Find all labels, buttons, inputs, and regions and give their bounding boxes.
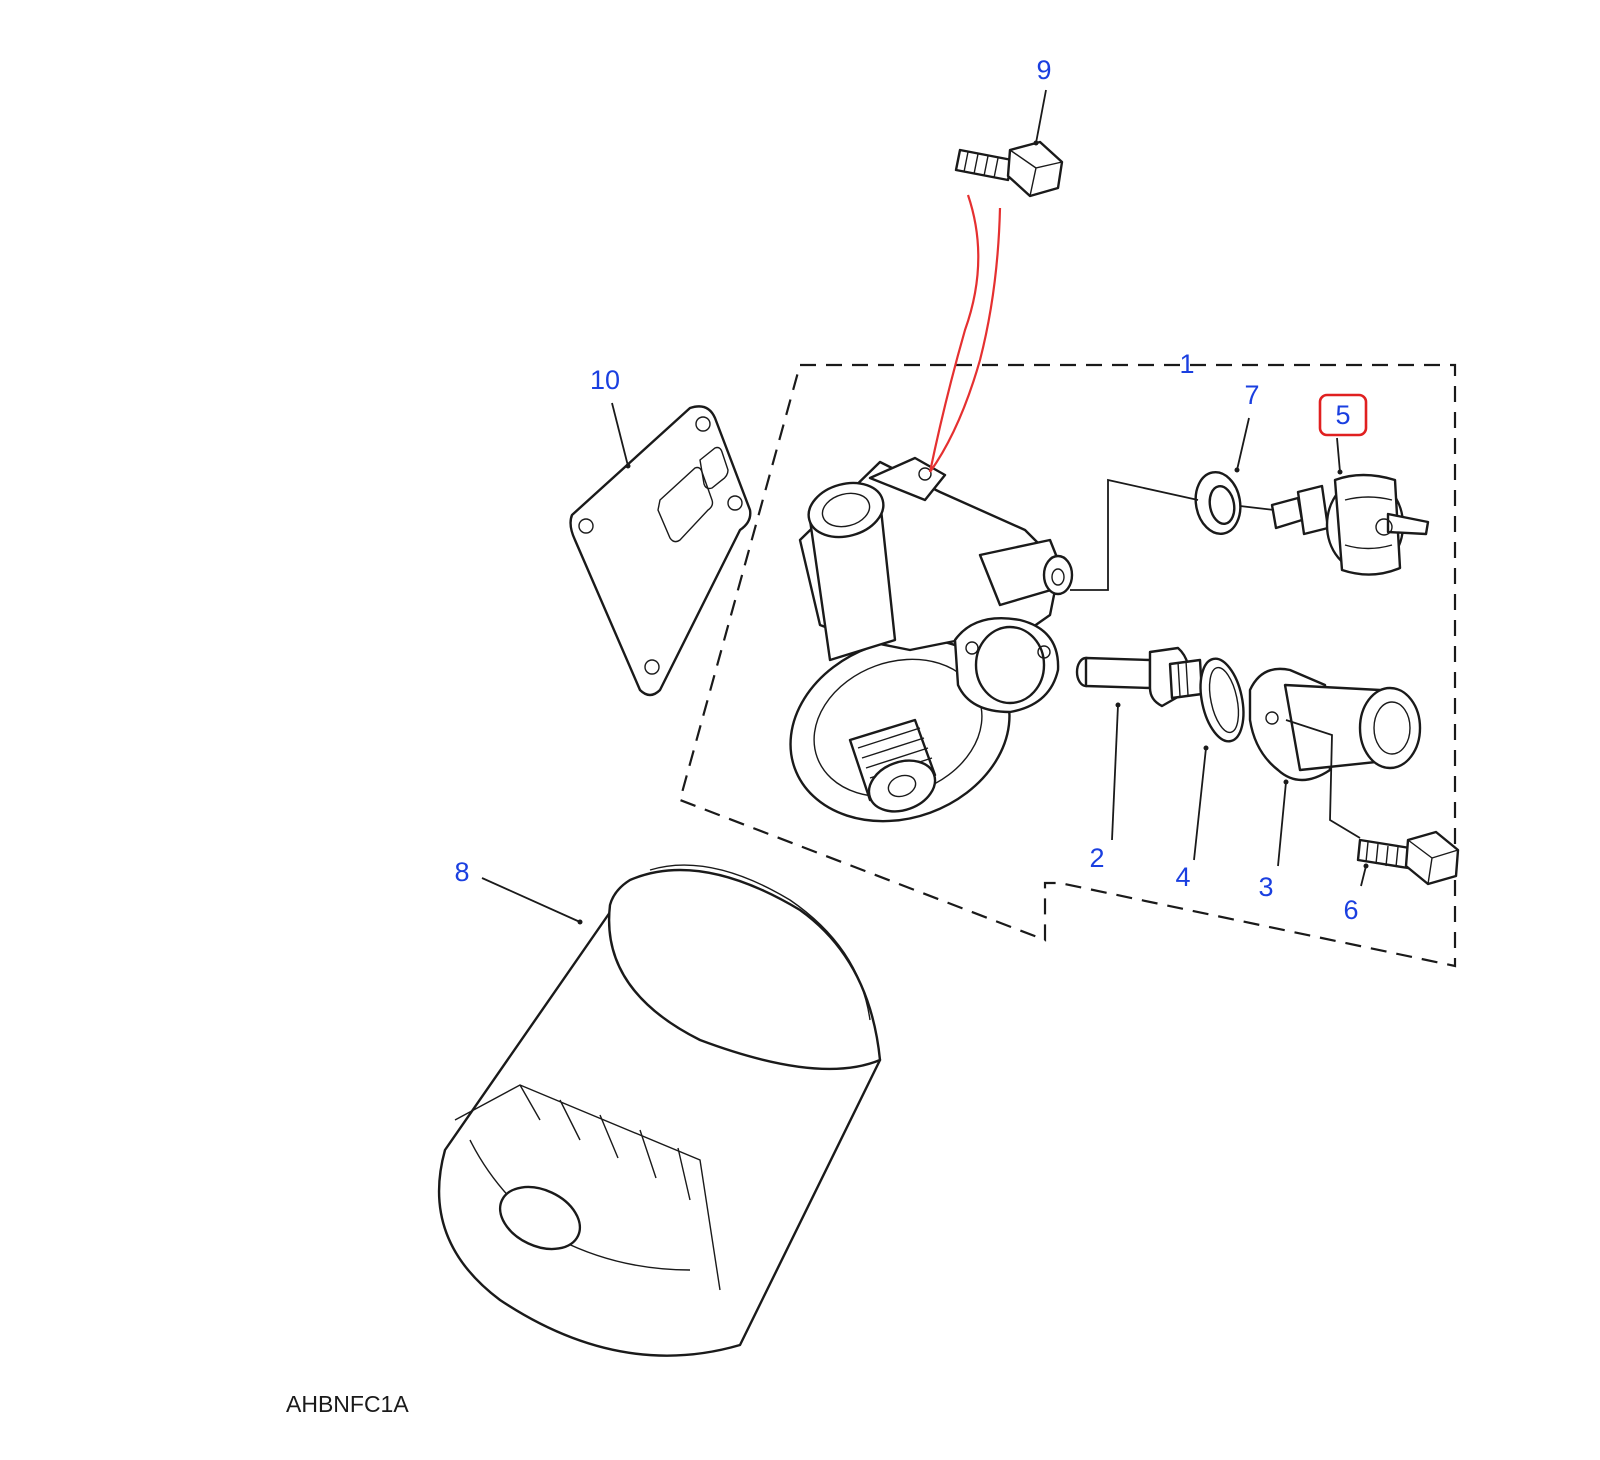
callout-1[interactable]: 1	[1179, 349, 1194, 379]
filter-housing[interactable]	[765, 456, 1074, 851]
callout-7[interactable]: 7	[1244, 380, 1259, 410]
pressure-switch-part-5[interactable]	[1270, 473, 1430, 576]
valve-part-2[interactable]	[1075, 646, 1204, 708]
callout-5[interactable]: 5	[1335, 400, 1350, 430]
callout-6[interactable]: 6	[1343, 895, 1358, 925]
bolt-part-9[interactable]	[954, 140, 1064, 198]
o-ring-part-4[interactable]	[1194, 655, 1251, 745]
callout-leaders	[481, 89, 1369, 925]
callout-4[interactable]: 4	[1175, 862, 1190, 892]
adaptor-to-bolt-line	[1285, 719, 1361, 839]
figure-code: AHBNFC1A	[286, 1391, 409, 1417]
bolt-pointer-lines	[928, 194, 1002, 473]
assembly-boundary	[678, 363, 1457, 968]
washer-part-7[interactable]	[1191, 469, 1245, 538]
adaptor-part-3[interactable]	[1248, 667, 1422, 782]
callout-3[interactable]: 3	[1258, 872, 1273, 902]
bolt-part-6[interactable]	[1356, 830, 1460, 886]
callout-8[interactable]: 8	[454, 857, 469, 887]
gasket-part-10[interactable]	[569, 405, 752, 697]
callout-2[interactable]: 2	[1089, 843, 1104, 873]
oil-filter-part-8[interactable]	[437, 864, 882, 1357]
highlight-box	[1318, 393, 1368, 437]
callout-10[interactable]: 10	[590, 365, 620, 395]
sensor-link-line	[1070, 478, 1199, 591]
callout-9[interactable]: 9	[1036, 55, 1051, 85]
washer-to-switch-line	[1239, 505, 1275, 511]
